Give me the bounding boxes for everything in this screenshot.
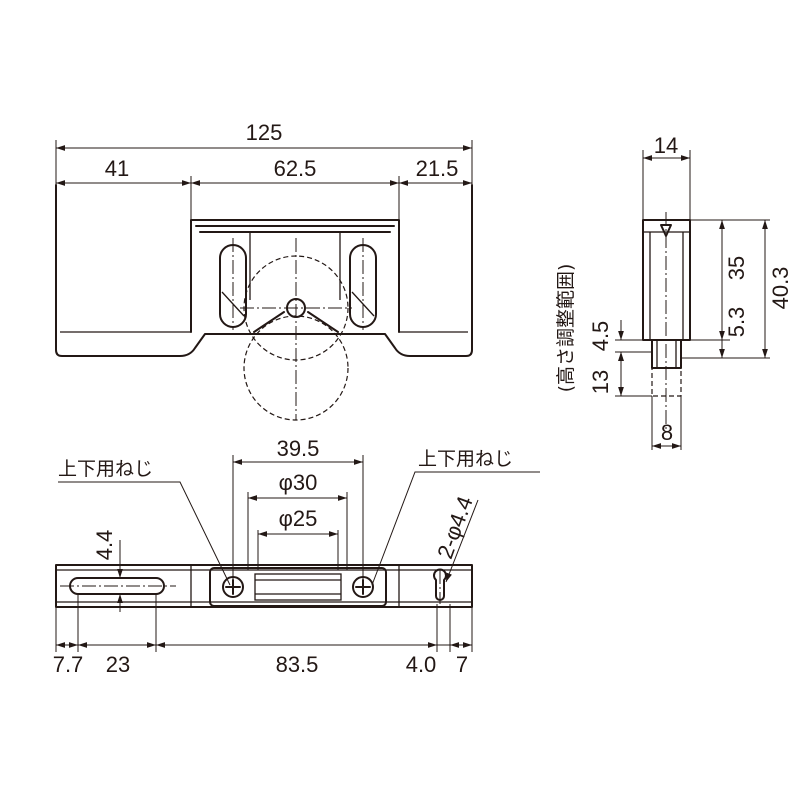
screw-label-right: 上下用ねじ	[418, 448, 513, 470]
side-arrow-mark	[660, 224, 672, 237]
screw-left-icon	[222, 576, 244, 598]
dim-left-width: 41	[105, 156, 129, 181]
wheel-yoke	[253, 311, 339, 333]
dim-center-width: 62.5	[274, 156, 317, 181]
screw-right-icon	[352, 576, 374, 598]
mounting-hole	[433, 568, 447, 601]
wheel-upper-position	[243, 255, 349, 361]
hole-label: 2-φ4.4	[432, 493, 478, 562]
dim-hole: 4.0	[406, 652, 437, 677]
dim-side-width: 14	[654, 133, 678, 158]
bottom-housing	[209, 567, 387, 607]
bottom-extension-lines	[55, 594, 473, 652]
dim-edge-right: 7	[456, 652, 468, 677]
wheel-axle	[286, 298, 306, 318]
side-wheel	[651, 339, 682, 369]
side-wheel-lower	[651, 367, 682, 397]
dim-wheel-outer: φ30	[279, 470, 318, 495]
dim-height-total: 40.3	[768, 267, 793, 310]
dim-adjust-min: 4.5	[588, 321, 613, 352]
bottom-wheel	[254, 573, 342, 601]
dim-slot-width: 4.4	[92, 530, 117, 561]
dim-wheel-inner: φ25	[279, 506, 318, 531]
leader-screw-left	[58, 481, 231, 586]
screw-label-left: 上下用ねじ	[58, 458, 153, 480]
housing-outline	[190, 219, 400, 333]
dim-right-width: 21.5	[416, 156, 459, 181]
leader-hole	[445, 499, 479, 583]
side-view: 14 35 40.3 5.3 4.5 13 (高さ調整範囲)	[555, 133, 793, 450]
dim-slot: 23	[106, 652, 130, 677]
dim-wheel-width: 8	[661, 420, 673, 445]
dim-between: 83.5	[276, 652, 319, 677]
dim-adjust-gap: 5.3	[724, 307, 749, 338]
dim-overall-width: 125	[246, 120, 283, 145]
dim-screw-pitch: 39.5	[277, 436, 320, 461]
adjust-range-label: (高さ調整範囲)	[555, 264, 577, 393]
bottom-plate	[55, 564, 473, 608]
bracket-outline	[55, 184, 473, 357]
dim-wheel-height: 13	[588, 370, 613, 394]
front-view: 125 41 62.5 21.5	[55, 120, 473, 421]
dim-edge-left: 7.7	[53, 652, 84, 677]
dim-height-upper: 35	[724, 256, 749, 280]
bottom-view: 39.5 φ30 φ25 上下用ねじ 上下用ねじ	[53, 436, 540, 677]
leader-screw-right	[371, 471, 540, 586]
